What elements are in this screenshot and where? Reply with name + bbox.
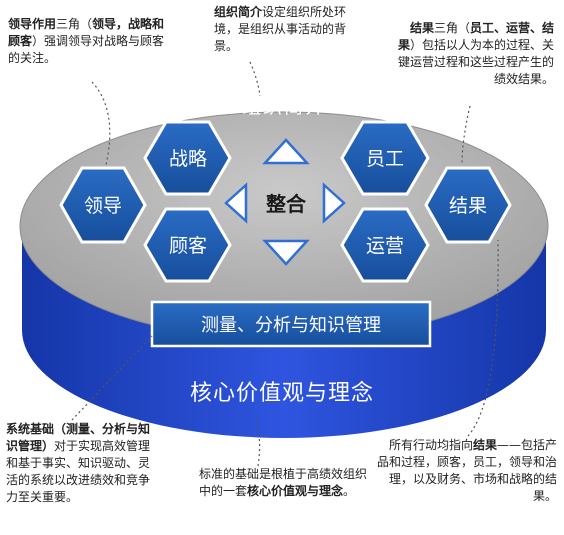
annotation-top-left-t2: ）强调领导对战略与顾客的关注。 <box>8 34 165 65</box>
arrow-left <box>224 182 248 224</box>
disc-side <box>22 226 546 438</box>
arrow-down <box>262 239 310 266</box>
annotation-bottom-left-text: 对于实现高效管理和基于事实、知识驱动、灵活的系统以改进绩效和竞争力至关重要。 <box>6 439 151 504</box>
measure-bar-label: 测量、分析与知识管理 <box>201 315 381 336</box>
leader-top-right <box>461 105 471 166</box>
annotation-bottom-left: 系统基础（测量、分析与知识管理）对于实现高效管理和基于事实、知识驱动、灵活的系统… <box>6 421 154 506</box>
leader-bottom-right <box>467 239 499 437</box>
annotation-top-right-bold: 结果 <box>409 21 434 35</box>
annotation-top-left: 领导作用三角（领导，战略和顾客）强调领导对战略与顾客的关注。 <box>8 16 166 67</box>
annotation-top-center-bold: 组织简介 <box>214 5 263 19</box>
annotation-bottom-right-t2: ——包括产品和过程，顾客，员工，领导和治理，以及财务、市场和战略的结果。 <box>377 438 558 503</box>
disc-top-label: 组织简介 <box>242 96 326 118</box>
leader-lines <box>71 61 499 467</box>
annotation-bottom-center-bold: 核心价值观与理念 <box>247 484 344 498</box>
leader-bottom-center <box>255 417 261 467</box>
hex-customer-label: 顾客 <box>169 235 207 257</box>
leader-top-left <box>91 81 111 166</box>
disc-side-label: 核心价值观与理念 <box>190 381 374 406</box>
hex-operations: 运营 <box>340 207 430 283</box>
annotation-top-left-bold2: 领导，战略和顾客 <box>8 17 165 48</box>
hex-customer: 顾客 <box>143 207 232 283</box>
annotation-bottom-right: 所有行动均指向结果——包括产品和过程，顾客，员工，领导和治理，以及财务、市场和战… <box>377 437 557 505</box>
measure-bar <box>150 300 432 348</box>
hex-lead-label: 领导 <box>84 195 122 217</box>
annotation-top-left-t1: 三角（ <box>56 17 93 31</box>
annotation-bottom-center: 标准的基础是根植于高绩效组织中的一套核心价值观与理念。 <box>199 466 374 500</box>
hex-workforce-label: 员工 <box>366 148 404 170</box>
annotation-top-right-bold2: 员工、运营、结果 <box>397 21 554 52</box>
hex-lead: 领导 <box>59 166 147 244</box>
hex-operations-label: 运营 <box>366 235 404 257</box>
annotation-bottom-left-bold: 系统基础（测量、分析与知识管理） <box>6 422 151 453</box>
arrow-right <box>322 182 346 224</box>
annotation-top-center: 组织简介设定组织所处环境，是组织从事活动的背景。 <box>214 4 354 55</box>
hex-strategy: 战略 <box>143 120 232 196</box>
annotation-top-left-bold: 领导作用 <box>8 17 57 31</box>
annotation-top-center-text: 设定组织所处环境，是组织从事活动的背景。 <box>214 5 347 53</box>
center-label: 整合 <box>265 192 307 216</box>
arrow-up <box>262 138 310 165</box>
hex-strategy-label: 战略 <box>169 148 207 170</box>
hex-results-label: 结果 <box>449 195 487 217</box>
leader-top-center <box>249 61 261 97</box>
hex-workforce: 员工 <box>340 120 430 196</box>
annotation-bottom-right-t1: 所有行动均指向 <box>388 438 473 452</box>
leader-bottom-left <box>71 335 153 421</box>
annotation-bottom-center-t1: 标准的基础是根植于高绩效组织中的一套 <box>199 467 368 498</box>
annotation-top-right-t2: ）包括以人为本的过程、关键运营过程和这些过程产生的绩效结果。 <box>397 38 554 86</box>
hex-results: 结果 <box>424 166 512 244</box>
annotation-top-right-t1: 三角（ <box>433 21 470 35</box>
annotation-top-right: 结果三角（员工、运营、结果）包括以人为本的过程、关键运营过程和这些过程产生的绩效… <box>396 20 554 88</box>
annotation-bottom-center-t2: 。 <box>343 484 356 498</box>
annotation-bottom-right-bold: 结果 <box>472 438 497 452</box>
